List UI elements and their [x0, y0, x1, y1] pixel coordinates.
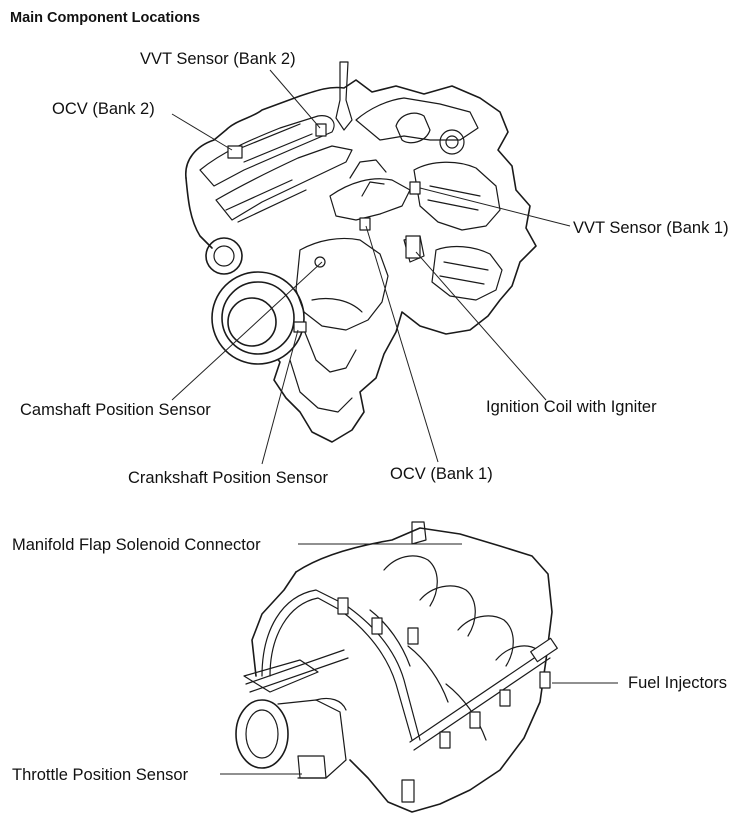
engine-leader-lines — [171, 69, 571, 465]
label-vvt-sensor-bank2: VVT Sensor (Bank 2) — [140, 50, 296, 68]
label-fuel-injectors: Fuel Injectors — [628, 674, 728, 692]
label-vvt-sensor-bank1: VVT Sensor (Bank 1) — [573, 219, 729, 237]
label-crankshaft-position-sensor: Crankshaft Position Sensor — [128, 469, 328, 487]
camshaft-sensor-icon — [314, 256, 326, 268]
diagram-title: Main Component Locations — [10, 10, 201, 26]
engine-illustration — [185, 61, 537, 443]
label-camshaft-position-sensor: Camshaft Position Sensor — [20, 401, 211, 419]
label-manifold-flap-connector: Manifold Flap Solenoid Connector — [12, 536, 261, 554]
vvt-sensor-bank1-icon — [409, 181, 421, 195]
injector-icons — [337, 597, 551, 803]
label-ocv-bank2: OCV (Bank 2) — [52, 100, 155, 118]
label-ignition-coil: Ignition Coil with Igniter — [486, 398, 657, 416]
label-ocv-bank1: OCV (Bank 1) — [390, 465, 493, 483]
vvt-sensor-bank2-icon — [315, 123, 327, 137]
throttle-body-icon — [235, 699, 289, 769]
ocv-bank1-icon — [359, 217, 371, 231]
manifold-leader-lines — [220, 543, 618, 775]
crankshaft-sensor-icon — [293, 321, 307, 333]
ocv-bank2-icon — [227, 145, 243, 159]
manifold-illustration — [235, 521, 558, 813]
label-throttle-position-sensor: Throttle Position Sensor — [12, 766, 189, 784]
